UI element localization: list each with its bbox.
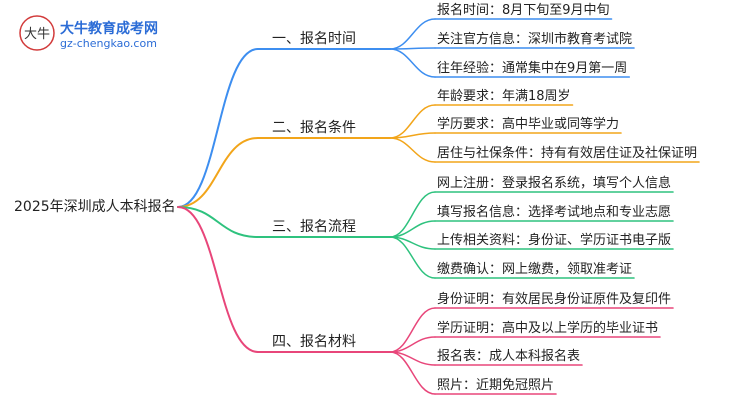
leaf-link bbox=[389, 104, 436, 139]
site-logo: 大牛 大牛教育成考网 gz-chengkao.com bbox=[18, 14, 178, 54]
branch-link bbox=[177, 206, 259, 353]
leaf-label: 往年经验：通常集中在9月第一周 bbox=[437, 61, 628, 76]
logo-brand: 大牛教育成考网 bbox=[60, 21, 158, 37]
leaf-link bbox=[389, 137, 436, 163]
root-node: 2025年深圳成人本科报名 bbox=[14, 199, 176, 215]
leaf-label: 身份证明：有效居民身份证原件及复印件 bbox=[437, 292, 672, 307]
leaf-link bbox=[389, 220, 436, 238]
leaf-link bbox=[389, 191, 436, 238]
leaf-label: 填写报名信息：选择考试地点和专业志愿 bbox=[437, 205, 672, 220]
leaf-link bbox=[389, 48, 436, 78]
leaf-label: 网上注册：登录报名系统，填写个人信息 bbox=[437, 176, 672, 191]
branch-label: 四、报名材料 bbox=[272, 334, 356, 350]
leaf-label: 居住与社保条件：持有有效居住证及社保证明 bbox=[437, 146, 698, 161]
leaf-label: 报名时间：8月下旬至9月中旬 bbox=[437, 3, 610, 18]
logo-url: gz-chengkao.com bbox=[60, 37, 157, 50]
leaf-link bbox=[389, 236, 436, 279]
leaf-link bbox=[389, 307, 436, 353]
leaf-label: 缴费确认：网上缴费，领取准考证 bbox=[437, 262, 633, 277]
leaf-link bbox=[389, 18, 436, 50]
logo-mark-icon: 大牛 bbox=[19, 15, 55, 51]
leaf-label: 学历要求：高中毕业或同等学力 bbox=[437, 117, 620, 132]
branch-label: 二、报名条件 bbox=[272, 120, 356, 136]
leaf-label: 上传相关资料：身份证、学历证书电子版 bbox=[437, 233, 672, 248]
leaf-label: 学历证明：高中及以上学历的毕业证书 bbox=[437, 321, 659, 336]
leaf-label: 照片：近期免冠照片 bbox=[437, 378, 555, 393]
logo-mark-text: 大牛 bbox=[24, 27, 50, 42]
branch-link bbox=[177, 48, 259, 208]
branch-link bbox=[177, 137, 259, 208]
branch-label: 三、报名流程 bbox=[272, 219, 356, 235]
leaf-label: 关注官方信息：深圳市教育考试院 bbox=[437, 32, 633, 47]
leaf-link bbox=[389, 132, 436, 139]
leaf-label: 年龄要求：年满18周岁 bbox=[437, 89, 571, 104]
leaf-link bbox=[389, 351, 436, 395]
branch-link bbox=[177, 206, 259, 238]
branch-label: 一、报名时间 bbox=[272, 31, 356, 47]
leaf-label: 报名表：成人本科报名表 bbox=[437, 349, 581, 364]
